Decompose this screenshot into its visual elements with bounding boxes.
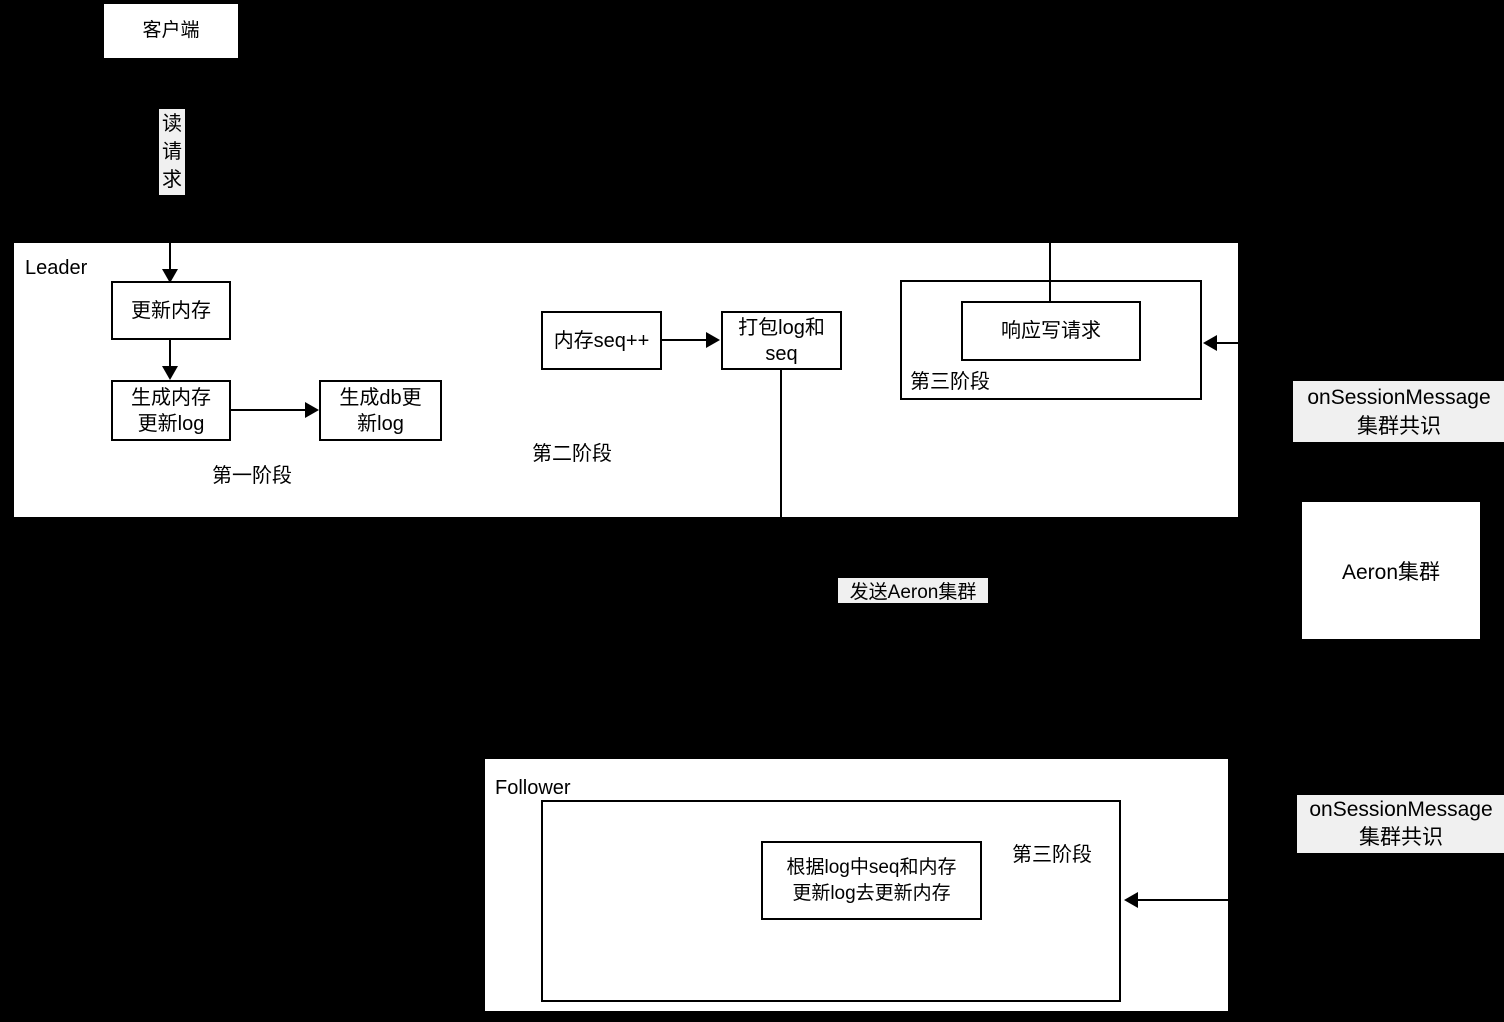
leader-title: Leader <box>25 257 88 279</box>
apply-log-box: 根据log中seq和内存 更新log去更新内存 <box>761 841 982 920</box>
aeron-cluster-label: Aeron集群 <box>1341 560 1441 584</box>
mem-seq-box: 内存seq++ <box>541 311 662 370</box>
pack-log-seq-line2: seq <box>765 342 798 365</box>
consensus-bottom-line2: 集群共识 <box>1359 826 1443 849</box>
read-request-label: 读 请 求 <box>159 109 185 195</box>
arrow-head-update-memory <box>162 269 178 283</box>
update-memory-box: 更新内存 <box>111 281 231 340</box>
follower-title: Follower <box>495 777 571 799</box>
gen-db-log-line2: 新log <box>357 412 404 435</box>
read-request-char-1: 读 <box>162 113 182 135</box>
pack-log-seq-box: 打包log和 seq <box>721 311 842 370</box>
line-update-memory-to-gen-mem-log <box>169 340 171 368</box>
gen-mem-log-box: 生成内存 更新log <box>111 380 231 441</box>
leader-phase1-label: 第一阶段 <box>212 465 292 487</box>
arrow-head-leader-phase3 <box>1203 335 1217 351</box>
apply-log-line1: 根据log中seq和内存 <box>786 856 957 878</box>
leader-phase2-label: 第二阶段 <box>532 443 612 465</box>
consensus-label-top: onSessionMessage 集群共识 <box>1293 381 1504 442</box>
respond-write-label: 响应写请求 <box>1001 320 1101 342</box>
read-request-char-3: 求 <box>162 169 182 191</box>
consensus-bottom-line1: onSessionMessage <box>1309 798 1493 821</box>
arrow-head-follower-phase3 <box>1124 892 1138 908</box>
apply-log-line2: 更新log去更新内存 <box>792 882 951 904</box>
update-memory-label: 更新内存 <box>131 299 211 322</box>
line-mem-seq-to-pack <box>662 339 707 341</box>
leader-phase3-label: 第三阶段 <box>910 371 990 393</box>
aeron-cluster-box: Aeron集群 <box>1302 502 1480 639</box>
consensus-top-line1: onSessionMessage <box>1307 385 1491 409</box>
arrow-head-gen-mem-log <box>162 366 178 380</box>
line-client-to-update-memory <box>169 243 171 271</box>
follower-phase3-label: 第三阶段 <box>1012 844 1092 866</box>
respond-write-box: 响应写请求 <box>961 301 1141 361</box>
line-pack-to-aeron <box>780 370 782 519</box>
mem-seq-label: 内存seq++ <box>553 329 650 352</box>
gen-mem-log-line1: 生成内存 <box>131 386 211 409</box>
pack-log-seq-line1: 打包log和 <box>738 316 825 339</box>
line-top-to-respond-write <box>1049 243 1051 303</box>
client-label: 客户端 <box>142 20 200 41</box>
leader-phase3-container <box>900 280 1202 400</box>
send-aeron-text: 发送Aeron集群 <box>849 582 977 603</box>
gen-db-log-box: 生成db更 新log <box>319 380 442 441</box>
gen-db-log-line1: 生成db更 <box>339 386 422 409</box>
arrow-head-pack <box>706 332 720 348</box>
consensus-top-line2: 集群共识 <box>1357 414 1441 438</box>
arrow-head-gen-db-log <box>305 402 319 418</box>
read-request-char-2: 请 <box>162 141 182 163</box>
send-aeron-label: 发送Aeron集群 <box>838 578 988 603</box>
consensus-label-bottom: onSessionMessage 集群共识 <box>1297 795 1504 853</box>
client-box: 客户端 <box>102 2 240 60</box>
line-consensus-to-leader-phase3 <box>1217 342 1238 344</box>
line-gen-mem-log-to-gen-db-log <box>231 409 306 411</box>
line-consensus-to-follower-phase3 <box>1138 899 1230 901</box>
gen-mem-log-line2: 更新log <box>137 412 205 435</box>
